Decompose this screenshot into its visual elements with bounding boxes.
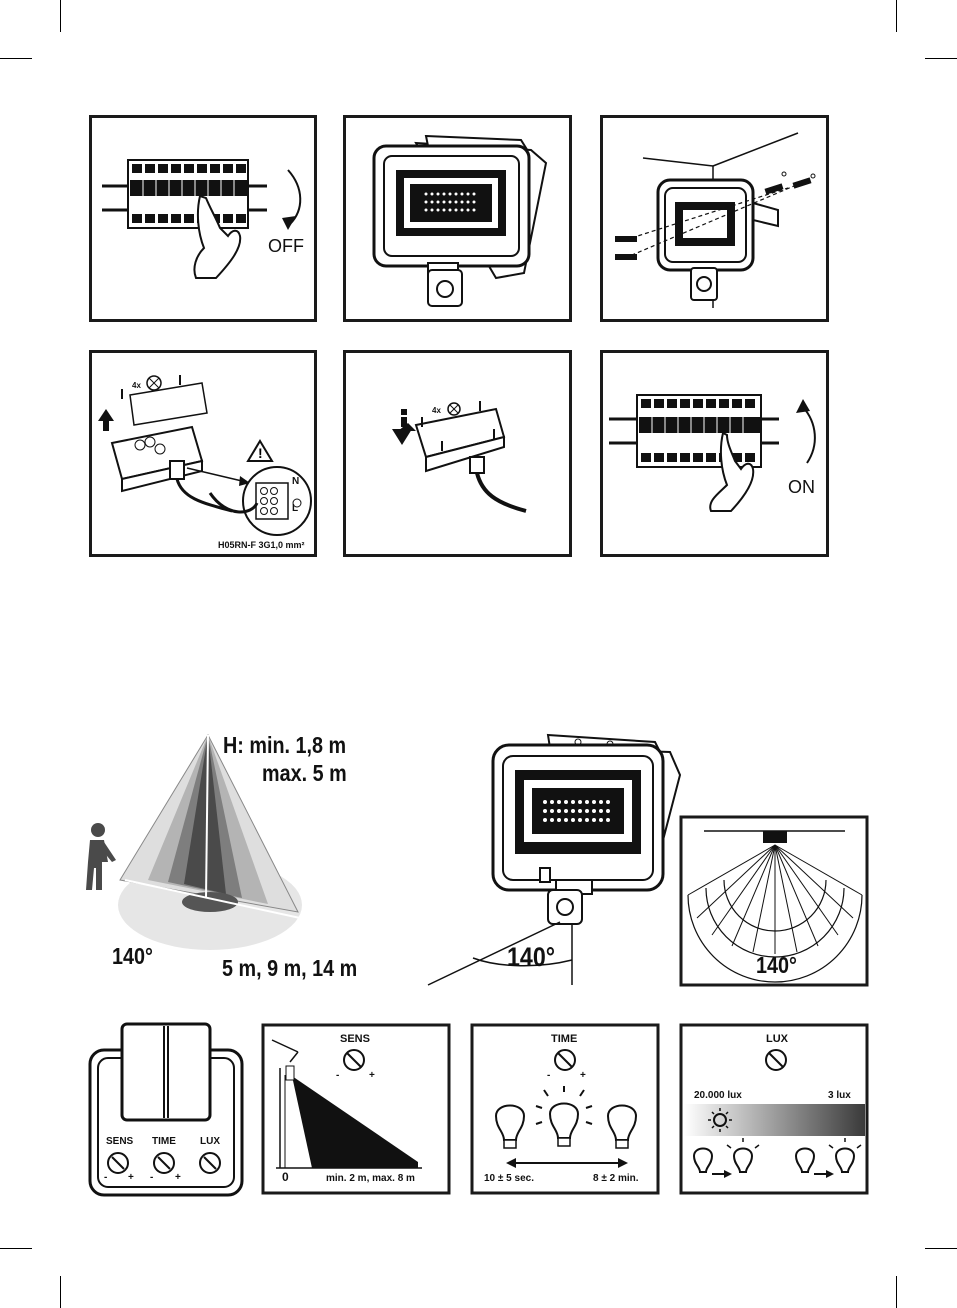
sensor-module: [90, 1024, 242, 1195]
time-plus: +: [580, 1070, 586, 1081]
time-panel: [472, 1025, 658, 1193]
knob-minus-label: -: [104, 1172, 107, 1183]
angle-right-label: 140°: [756, 952, 797, 979]
lux-panel: [681, 1025, 867, 1193]
sens-minus: -: [336, 1070, 339, 1081]
sens-zero-label: 0: [282, 1170, 289, 1184]
angle-center-label: 140°: [507, 942, 555, 973]
knob-plus-label: +: [175, 1172, 181, 1183]
knob-time-label: TIME: [152, 1136, 176, 1147]
knob-plus-label: +: [128, 1172, 134, 1183]
ranges-label: 5 m, 9 m, 14 m: [222, 955, 357, 982]
knob-sens-label: SENS: [106, 1136, 133, 1147]
lux-night-label: 3 lux: [828, 1090, 851, 1101]
time-max-label: 8 ± 2 min.: [593, 1173, 639, 1184]
time-minus: -: [547, 1070, 550, 1081]
time-title: TIME: [551, 1033, 577, 1045]
time-min-label: 10 ± 5 sec.: [484, 1173, 534, 1184]
height-min-label: H: min. 1,8 m: [223, 732, 346, 759]
sens-range-label: min. 2 m, max. 8 m: [326, 1173, 415, 1184]
angle-left-label: 140°: [112, 943, 153, 970]
sens-title: SENS: [340, 1033, 370, 1045]
knob-lux-label: LUX: [200, 1136, 220, 1147]
height-max-label: max. 5 m: [262, 760, 347, 787]
sens-plus: +: [369, 1070, 375, 1081]
knob-minus-label: -: [150, 1172, 153, 1183]
lux-day-label: 20.000 lux: [694, 1090, 742, 1101]
person-icon: [86, 823, 116, 890]
lux-title: LUX: [766, 1033, 788, 1045]
sens-panel: [263, 1025, 449, 1193]
